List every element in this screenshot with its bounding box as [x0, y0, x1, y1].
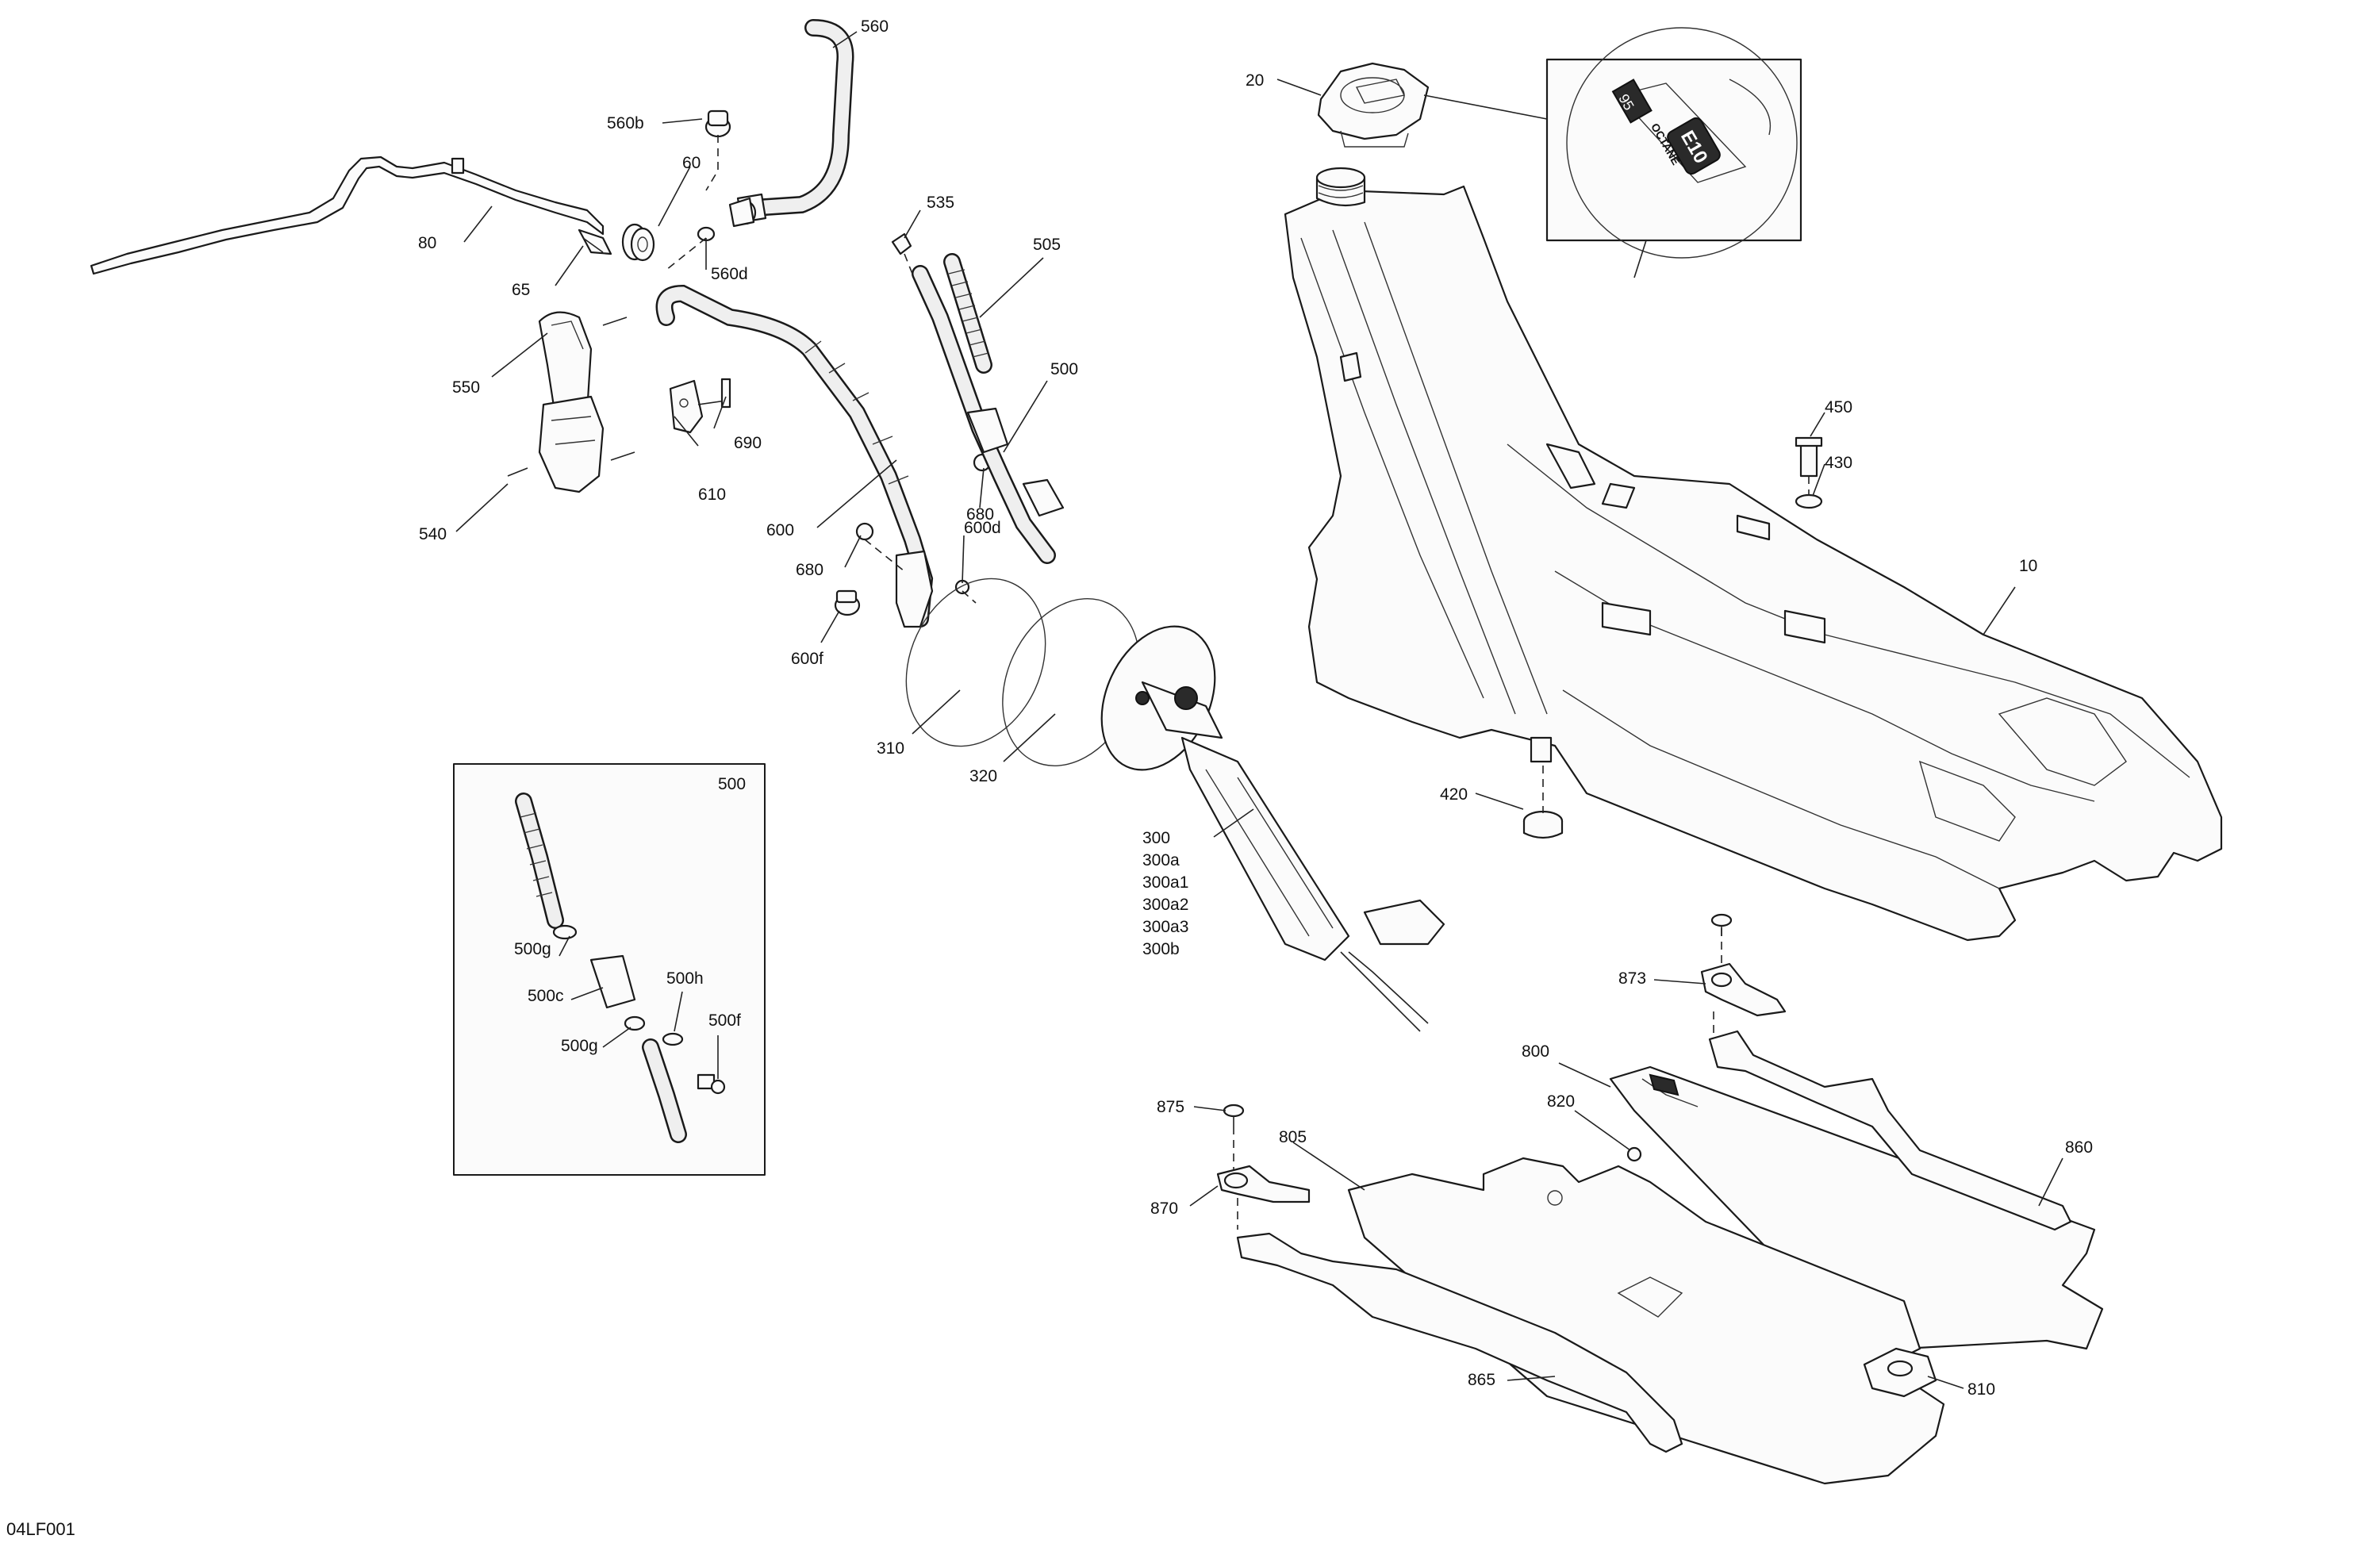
heat-shield-865 [1236, 1232, 1683, 1453]
fuel-hose-500 [891, 232, 1065, 564]
callout-500: 500 [1050, 360, 1078, 378]
callout-500g-lower: 500g [561, 1037, 598, 1055]
callout-535: 535 [927, 194, 954, 212]
callout-300a2: 300a2 [1142, 896, 1188, 914]
bolt-450 [1795, 436, 1823, 478]
callout-550: 550 [452, 378, 480, 397]
sleeve-505 [943, 253, 992, 374]
clip-873 [1700, 962, 1787, 1017]
clamp-560b [704, 109, 731, 138]
callout-600d: 600d [964, 519, 1001, 537]
callout-500h: 500h [666, 969, 704, 988]
callout-680-lower: 680 [796, 561, 823, 579]
callout-805: 805 [1279, 1128, 1307, 1146]
callout-610: 610 [698, 486, 726, 504]
fastener-875 [1223, 1104, 1245, 1127]
callout-300a3: 300a3 [1142, 918, 1188, 936]
heat-shield-860 [1708, 1030, 2072, 1231]
callout-875: 875 [1157, 1098, 1184, 1116]
callout-60: 60 [682, 154, 701, 172]
callout-560: 560 [861, 17, 889, 36]
clip-810 [1863, 1347, 1937, 1398]
callout-80: 80 [418, 234, 436, 252]
callout-310: 310 [877, 739, 904, 758]
filler-bracket-550 [507, 311, 635, 493]
clamp-600f [834, 589, 861, 616]
callout-450: 450 [1825, 398, 1852, 416]
grommet-60 [621, 223, 655, 262]
callout-680-upper: 680 [966, 505, 994, 524]
callout-labels: 560 560b 60 80 65 560d 20 535 505 500 55… [418, 17, 2093, 1399]
callout-300a1: 300a1 [1142, 873, 1188, 892]
callout-500f: 500f [708, 1011, 741, 1030]
rubber-mount-420 [1522, 810, 1564, 839]
callout-500c: 500c [528, 987, 564, 1005]
fill-hose-600 [655, 284, 934, 628]
fuel-tank [1284, 167, 2223, 942]
nut-820 [1626, 1146, 1642, 1162]
callout-865: 865 [1468, 1371, 1495, 1389]
leader-lines [455, 31, 2063, 1389]
callout-870: 870 [1150, 1199, 1178, 1218]
callout-430: 430 [1825, 454, 1852, 472]
bracket-610 [669, 378, 731, 434]
cap-detail-inset: 95 OCTANE E10 [1545, 27, 1802, 259]
callout-65: 65 [512, 281, 530, 299]
inset-title: 500 [718, 775, 746, 793]
callout-560b: 560b [607, 114, 644, 132]
washer-430 [1795, 493, 1823, 509]
fuel-cap [1317, 62, 1430, 148]
heat-shield-805 [1347, 1157, 1945, 1485]
callout-540: 540 [419, 525, 447, 543]
fuel-pump-module [1100, 625, 1445, 1032]
callout-300b: 300b [1142, 940, 1180, 958]
callout-300a: 300a [1142, 851, 1180, 869]
vent-hose [90, 155, 612, 275]
valve-560d [697, 197, 757, 242]
hose-560 [736, 19, 854, 224]
callout-860: 860 [2065, 1138, 2093, 1157]
callout-300: 300 [1142, 829, 1170, 847]
bolt-65 [582, 237, 604, 253]
callout-600f: 600f [791, 650, 823, 668]
callout-10: 10 [2019, 557, 2037, 575]
callout-600: 600 [766, 521, 794, 539]
callout-560d: 560d [711, 265, 748, 283]
callout-820: 820 [1547, 1092, 1575, 1111]
clip-870 [1216, 1165, 1311, 1203]
callout-873: 873 [1618, 969, 1646, 988]
callout-505: 505 [1033, 236, 1061, 254]
callout-320: 320 [969, 767, 997, 785]
callout-420: 420 [1440, 785, 1468, 804]
callout-20: 20 [1246, 71, 1264, 90]
inset-fuel-hose-detail [453, 763, 766, 1176]
callout-810: 810 [1967, 1380, 1995, 1399]
callout-800: 800 [1522, 1042, 1549, 1061]
callout-500g-upper: 500g [514, 940, 551, 958]
seal-ring-310 [905, 578, 1046, 747]
callout-690: 690 [734, 434, 762, 452]
drawing-code: 04LF001 [6, 1519, 75, 1539]
